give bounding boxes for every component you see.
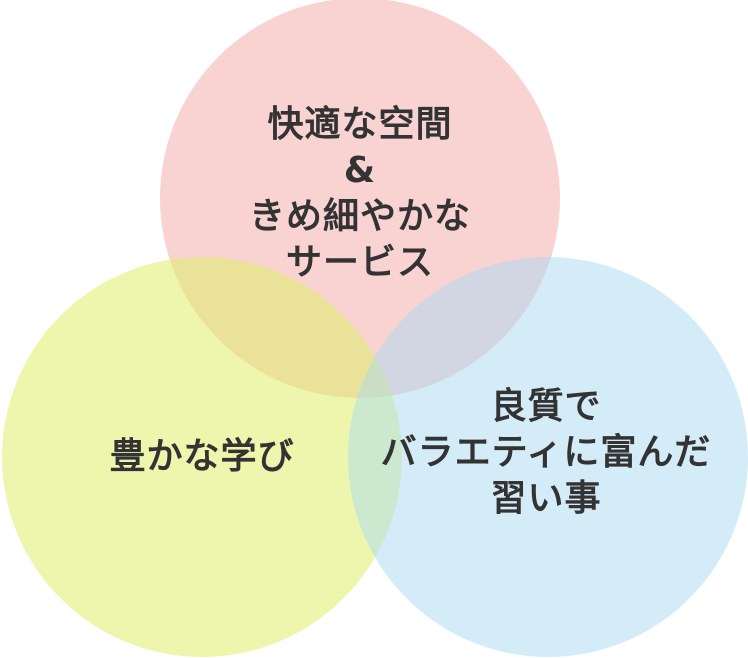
circle-left (2, 257, 402, 657)
top-circle-label: 快適な空間 & きめ細やかな サービス (249, 102, 471, 286)
top-label-line: きめ細やかな (248, 196, 472, 237)
right-label-line: 良質で (490, 386, 602, 427)
right-label-line: 習い事 (490, 478, 602, 519)
right-circle-label: 良質で バラエティに富んだ 習い事 (381, 384, 712, 522)
circle-right (348, 257, 748, 657)
left-label-line: 豊かな学び (109, 436, 295, 477)
top-label-line: サービス (285, 242, 435, 283)
left-circle-label: 豊かな学び (109, 434, 294, 480)
top-label-line: & (343, 150, 377, 191)
top-label-line: 快適な空間 (267, 104, 453, 145)
right-label-line: バラエティに富んだ (380, 432, 712, 473)
